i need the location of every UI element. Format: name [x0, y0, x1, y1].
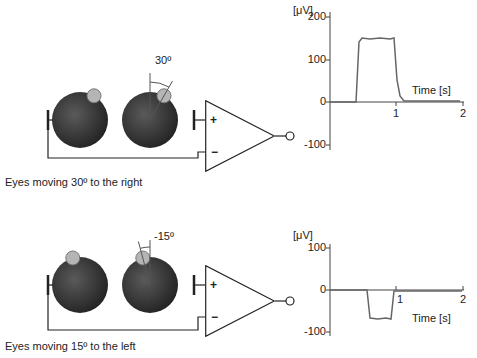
axis-title: Time [s]: [412, 312, 451, 325]
tick-label: -100: [304, 325, 326, 338]
tick-label: 2: [460, 293, 466, 306]
caption-text: Eyes moving 15º to the left: [5, 340, 136, 353]
angle-lines: [138, 240, 150, 285]
tick-label: 0: [320, 283, 326, 296]
eyeball: [52, 251, 108, 313]
op-amp: +−: [205, 100, 275, 172]
input-sign: +: [210, 278, 217, 292]
tick-label: 100: [308, 241, 326, 254]
tick-label: 2: [460, 107, 466, 120]
axis-unit: [μV]: [293, 229, 313, 242]
input-sign: −: [211, 310, 218, 324]
op-amp-triangle: [205, 100, 275, 172]
tick-label: 200: [308, 10, 326, 23]
tick-label: 1: [397, 293, 403, 306]
chart-axes: [326, 12, 464, 150]
angle-label: 30º: [155, 54, 171, 67]
tick-label: 1: [393, 107, 399, 120]
angle-lines: [150, 73, 173, 120]
tick-label: 100: [308, 53, 326, 66]
tick-label: -100: [304, 138, 326, 151]
caption-text: Eyes moving 30º to the right: [5, 176, 142, 189]
signal-trace: [330, 38, 460, 102]
op-amp: +−: [205, 265, 275, 337]
op-amp-triangle: [205, 265, 275, 337]
eyeball: [52, 89, 108, 148]
input-sign: −: [211, 145, 218, 159]
angle-label: -15º: [154, 230, 174, 243]
chart-axes: [326, 244, 464, 336]
input-sign: +: [210, 113, 217, 127]
axis-title: Time [s]: [412, 84, 451, 97]
tick-label: 0: [320, 95, 326, 108]
